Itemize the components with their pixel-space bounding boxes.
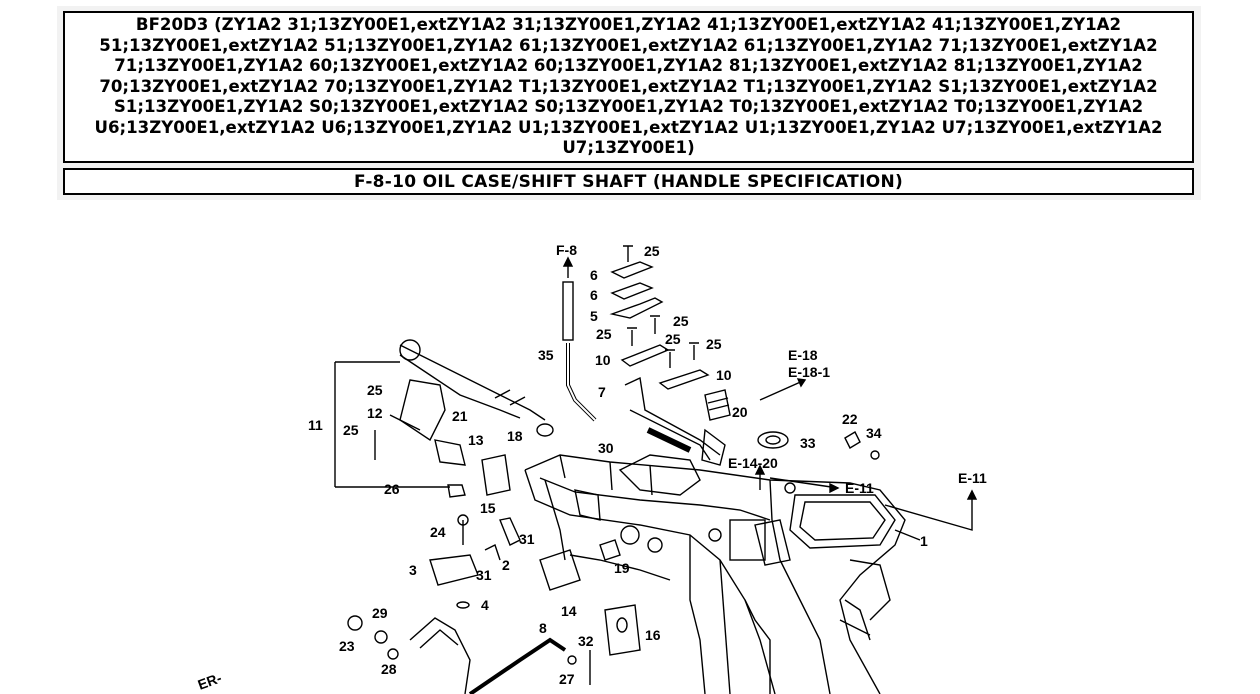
callout-12[interactable]: 12 <box>367 405 383 421</box>
callout-16[interactable]: 16 <box>645 627 661 643</box>
reference-arrows <box>562 256 978 541</box>
parts-diagram: F-8 E-18 E-18-1 E-14-20 E-11 E-11 ER- 25… <box>196 242 987 694</box>
ref-partial: ER- <box>196 669 224 692</box>
callout-10a[interactable]: 10 <box>595 352 611 368</box>
ref-f8[interactable]: F-8 <box>556 242 577 258</box>
callout-33[interactable]: 33 <box>800 435 816 451</box>
callout-25d[interactable]: 25 <box>665 331 681 347</box>
callout-14[interactable]: 14 <box>561 603 577 619</box>
callout-20[interactable]: 20 <box>732 404 748 420</box>
callout-24[interactable]: 24 <box>430 524 446 540</box>
ref-e18[interactable]: E-18 <box>788 347 818 363</box>
callout-6b[interactable]: 6 <box>590 287 598 303</box>
callout-1[interactable]: 1 <box>920 533 928 549</box>
callout-35[interactable]: 35 <box>538 347 554 363</box>
callout-21[interactable]: 21 <box>452 408 468 424</box>
callout-4[interactable]: 4 <box>481 597 489 613</box>
part-callouts: 25 6 6 5 25 25 25 25 35 10 10 7 20 33 22… <box>308 243 928 687</box>
callout-11[interactable]: 11 <box>308 417 323 433</box>
callout-25b[interactable]: 25 <box>673 313 689 329</box>
callout-25e[interactable]: 25 <box>706 336 722 352</box>
section-title: F-8-10 OIL CASE/SHIFT SHAFT (HANDLE SPEC… <box>353 171 904 192</box>
callout-30[interactable]: 30 <box>598 440 614 456</box>
callout-25a[interactable]: 25 <box>644 243 660 259</box>
oil-case-illustration <box>524 454 906 694</box>
callout-2[interactable]: 2 <box>502 557 510 573</box>
reference-labels: F-8 E-18 E-18-1 E-14-20 E-11 E-11 ER- <box>196 242 987 693</box>
model-title: BF20D3 (ZY1A2 31;13ZY00E1,extZY1A2 31;13… <box>94 14 1163 158</box>
parts-illustration <box>334 245 880 694</box>
callout-28[interactable]: 28 <box>381 661 397 677</box>
callout-27[interactable]: 27 <box>559 671 575 687</box>
callout-29[interactable]: 29 <box>372 605 388 621</box>
callout-25g[interactable]: 25 <box>343 422 359 438</box>
callout-25c[interactable]: 25 <box>596 326 612 342</box>
callout-3[interactable]: 3 <box>409 562 417 578</box>
callout-32[interactable]: 32 <box>578 633 594 649</box>
ref-e11-b[interactable]: E-11 <box>958 470 987 486</box>
callout-15[interactable]: 15 <box>480 500 496 516</box>
model-title-box: BF20D3 (ZY1A2 31;13ZY00E1,extZY1A2 31;13… <box>63 11 1194 163</box>
callout-7[interactable]: 7 <box>598 384 606 400</box>
callout-31b[interactable]: 31 <box>476 567 492 583</box>
callout-6a[interactable]: 6 <box>590 267 598 283</box>
callout-26[interactable]: 26 <box>384 481 400 497</box>
callout-34[interactable]: 34 <box>866 425 882 441</box>
callout-23[interactable]: 23 <box>339 638 355 654</box>
callout-10b[interactable]: 10 <box>716 367 732 383</box>
callout-19[interactable]: 19 <box>614 560 630 576</box>
callout-31a[interactable]: 31 <box>519 531 535 547</box>
ref-e18-1[interactable]: E-18-1 <box>788 364 830 380</box>
callout-5[interactable]: 5 <box>590 308 598 324</box>
ref-e14-20[interactable]: E-14-20 <box>728 455 778 471</box>
ref-e11-a[interactable]: E-11 <box>845 480 874 496</box>
callout-8[interactable]: 8 <box>539 620 547 636</box>
callout-13[interactable]: 13 <box>468 432 484 448</box>
section-title-box: F-8-10 OIL CASE/SHIFT SHAFT (HANDLE SPEC… <box>63 168 1194 195</box>
callout-22[interactable]: 22 <box>842 411 858 427</box>
callout-18[interactable]: 18 <box>507 428 523 444</box>
callout-25f[interactable]: 25 <box>367 382 383 398</box>
